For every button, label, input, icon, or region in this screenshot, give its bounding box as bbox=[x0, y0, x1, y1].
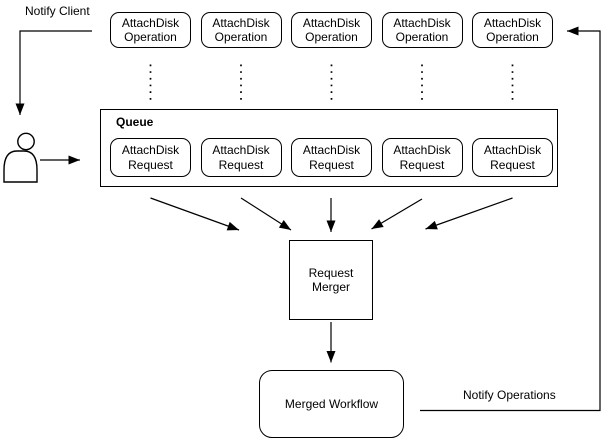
attachdisk-operation-box: AttachDisk Operation bbox=[291, 12, 372, 48]
attachdisk-request-box: AttachDisk Request bbox=[110, 138, 191, 177]
notify-client-arrow bbox=[15, 30, 92, 115]
queue-title: Queue bbox=[116, 115, 154, 129]
notify-client-label: Notify Client bbox=[25, 4, 90, 18]
operation-to-queue-dotted-lines bbox=[149, 64, 514, 100]
request-to-merger-arrows bbox=[150, 197, 513, 232]
attachdisk-request-box: AttachDisk Request bbox=[200, 138, 282, 177]
notify-operations-label: Notify Operations bbox=[463, 388, 556, 402]
merged-workflow-box: Merged Workflow bbox=[259, 370, 404, 438]
request-to-merger-arrow bbox=[240, 197, 292, 231]
request-merger-box: Request Merger bbox=[289, 240, 373, 320]
person-icon bbox=[3, 132, 38, 183]
request-to-merger-arrow bbox=[425, 197, 513, 230]
queue-container bbox=[100, 109, 558, 187]
attachdisk-operation-box: AttachDisk Operation bbox=[381, 12, 463, 48]
attachdisk-request-box: AttachDisk Request bbox=[472, 138, 553, 177]
attachdisk-operation-box: AttachDisk Operation bbox=[110, 12, 191, 48]
notify-operations-arrow bbox=[420, 26, 601, 412]
attachdisk-operation-box: AttachDisk Operation bbox=[200, 12, 282, 48]
request-to-merger-arrow bbox=[150, 197, 240, 231]
request-to-merger-arrow bbox=[371, 198, 423, 230]
attachdisk-request-box: AttachDisk Request bbox=[381, 138, 463, 177]
attachdisk-request-box: AttachDisk Request bbox=[291, 138, 372, 177]
attachdisk-operation-box: AttachDisk Operation bbox=[472, 12, 553, 48]
